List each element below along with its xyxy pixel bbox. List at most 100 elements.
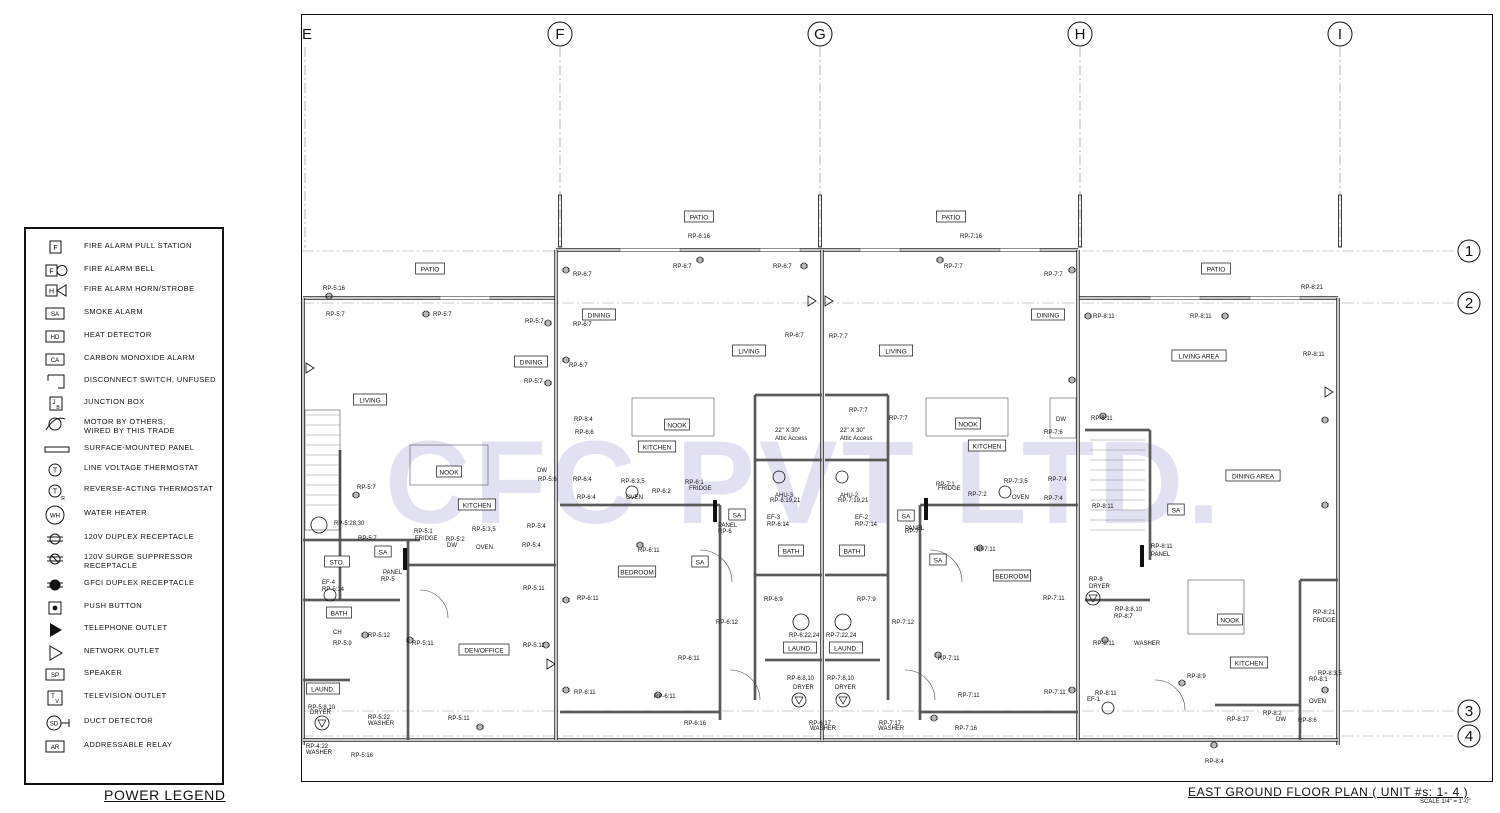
circuit-label: RP-7:7: [944, 264, 963, 270]
column-post: [558, 194, 562, 248]
legend-label: JUNCTION BOX: [84, 397, 145, 406]
svg-text:H: H: [49, 289, 54, 296]
duplex-receptacle-icon: [1068, 686, 1076, 694]
duplex-receptacle-icon: [1099, 412, 1107, 420]
circuit-label: RP-5:1: [414, 529, 433, 535]
circuit-label: RP-6:4: [577, 495, 596, 501]
circuit-label: DW: [1056, 417, 1066, 423]
legend-label: LINE VOLTAGE THERMOSTAT: [84, 463, 199, 472]
circuit-label: RP-5:8,10: [308, 705, 336, 711]
circuit-label: DRYER: [835, 685, 857, 691]
circuit-label: EF-3: [767, 515, 781, 521]
circuit-label: RP-5:16: [323, 286, 346, 292]
circuit-label: RP-7: [905, 529, 919, 535]
door-swing: [699, 549, 733, 583]
circuit-label: RP-5:7: [524, 379, 543, 385]
circuit-label: WASHER: [878, 726, 905, 732]
duplex-receptacle-icon: [654, 691, 662, 699]
svg-text:SP: SP: [51, 673, 59, 679]
legend-label: PUSH BUTTON: [84, 601, 143, 610]
circuit-label: DRYER: [1089, 584, 1111, 590]
legend-row: 120V DUPLEX RECEPTACLE: [26, 528, 226, 550]
grid-bubble: [1457, 239, 1481, 263]
room-tag-box: [1167, 503, 1185, 516]
legend-label: SMOKE ALARM: [84, 307, 143, 316]
room-tag-box: [839, 544, 865, 557]
window: [1249, 296, 1301, 300]
legend-label: DISCONNECT SWITCH, UNFUSED: [84, 375, 216, 384]
circuit-label: RP-6:7: [569, 363, 588, 369]
duplex-receptacle-icon: [1101, 636, 1109, 644]
room-tag: DINING AREA: [1232, 474, 1275, 481]
room-tag-box: [514, 355, 548, 368]
circuit-label: PANEL: [905, 526, 925, 532]
network-outlet-icon: [305, 362, 315, 374]
circuit-label: RP-5:11: [412, 641, 434, 647]
room-tag: BATH: [844, 549, 861, 556]
room-tag-box: [955, 417, 981, 430]
window: [1149, 296, 1201, 300]
room-tag: LIVING: [738, 349, 759, 356]
circuit-label: RP-6:11: [654, 694, 676, 700]
circuit-label: RP-8:17: [1227, 717, 1250, 723]
circuit-label: RP-6:11: [678, 656, 700, 662]
legend-row: TELEPHONE OUTLET: [26, 619, 226, 641]
smoke-alarm-icon: SA: [42, 303, 72, 325]
room-tag-box: [326, 606, 352, 619]
circuit-label: RP-5:7: [433, 312, 452, 318]
room-tag-box: [1229, 656, 1269, 669]
window: [619, 248, 681, 252]
room-tag: SA: [1172, 508, 1181, 515]
room-tag-box: [879, 344, 913, 357]
duplex-receptacle-icon: [542, 641, 550, 649]
circuit-label: RP-5:16: [351, 753, 374, 759]
grid-row-label: 3: [1465, 703, 1473, 720]
circuit-label: RP-6:7: [673, 264, 692, 270]
circuit-label: RP-6:9: [764, 597, 783, 603]
legend-label: SPEAKER: [84, 668, 123, 677]
network-outlet-icon: [42, 642, 72, 664]
circuit-label: RP-7:16: [960, 234, 983, 240]
panel-icon: [42, 439, 72, 461]
room-tag: SA: [379, 550, 388, 557]
circuit-label: RP-6:16: [688, 234, 711, 240]
water-heater-icon: [310, 516, 328, 534]
room-tag-box: [929, 553, 947, 566]
duplex-receptacle-icon: [361, 631, 369, 639]
room-tag: NOOK: [1220, 618, 1240, 625]
duplex-receptacle-icon: [1321, 501, 1329, 509]
grid-bubble: [1457, 724, 1481, 748]
heat-detector-icon: HD: [42, 326, 72, 348]
circuit-label: RP-8:11: [1303, 352, 1325, 358]
circuit-label: 22" X 30": [775, 428, 800, 434]
circuit-label: RP-7:4: [1044, 496, 1063, 502]
legend-label: MOTOR BY OTHERS, WIRED BY THIS TRADE: [84, 417, 175, 435]
column-post: [1338, 194, 1342, 248]
window: [439, 296, 491, 300]
svg-text:V: V: [55, 699, 59, 705]
duplex-receptacle-icon: [562, 686, 570, 694]
duplex-receptacle-icon: [696, 256, 704, 264]
duplex-receptacle-icon: [325, 292, 333, 300]
duplex-receptacle-icon: [476, 723, 484, 731]
grid-column-label: F: [555, 26, 564, 43]
svg-text:T: T: [53, 468, 58, 475]
furniture: [925, 397, 1009, 437]
duplex-receptacle-icon: [352, 491, 360, 499]
legend-row: SA SMOKE ALARM: [26, 303, 226, 325]
circuit-label: FRIDGE: [689, 486, 712, 492]
room-tag-box: [1217, 613, 1243, 626]
circuit-label: RP-7:7: [829, 334, 848, 340]
pull-station-icon: F: [42, 237, 72, 259]
room-tag-box: [732, 344, 766, 357]
circuit-label: RP-6:11: [638, 548, 660, 554]
svg-text:SA: SA: [51, 312, 59, 318]
circuit-label: RP-7:11: [938, 656, 960, 662]
room-tag: SA: [733, 513, 742, 520]
duplex-receptacle-icon: [562, 356, 570, 364]
circuit-label: RP-5: [381, 577, 395, 583]
grid-bubble: [1067, 21, 1093, 47]
